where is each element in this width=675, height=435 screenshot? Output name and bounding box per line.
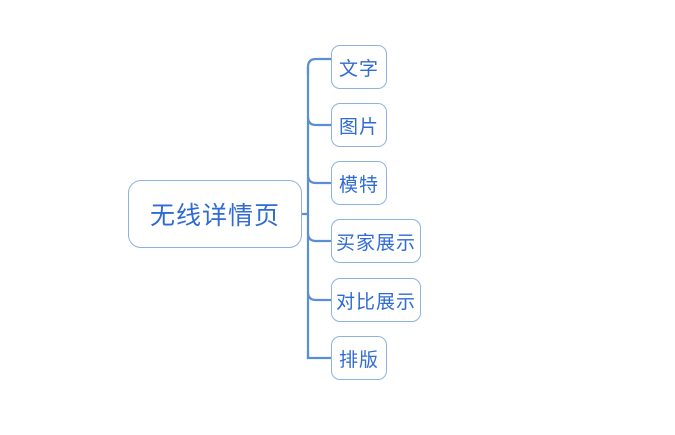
child-node-1-label: 文字 [338, 57, 379, 80]
connector-branch-1 [306, 57, 333, 76]
connector-branch-3 [306, 173, 333, 185]
child-node-2-label: 图片 [338, 115, 379, 138]
child-node-4[interactable]: 买家展示 [331, 219, 421, 263]
child-node-1[interactable]: 文字 [331, 45, 387, 89]
child-node-2[interactable]: 图片 [331, 103, 387, 147]
child-node-3[interactable]: 模特 [331, 161, 387, 205]
root-node[interactable]: 无线详情页 [128, 180, 302, 248]
child-node-5-label: 对比展示 [335, 290, 416, 313]
child-node-6[interactable]: 排版 [331, 336, 387, 380]
child-node-5[interactable]: 对比展示 [331, 278, 421, 322]
child-node-3-label: 模特 [338, 173, 379, 196]
child-node-6-label: 排版 [338, 348, 379, 371]
connector-branch-2 [306, 115, 333, 127]
connector-branch-5 [306, 290, 333, 302]
root-node-label: 无线详情页 [149, 201, 280, 230]
child-node-4-label: 买家展示 [335, 231, 416, 254]
connector-branch-6 [306, 349, 333, 360]
connector-branch-4 [306, 231, 333, 243]
